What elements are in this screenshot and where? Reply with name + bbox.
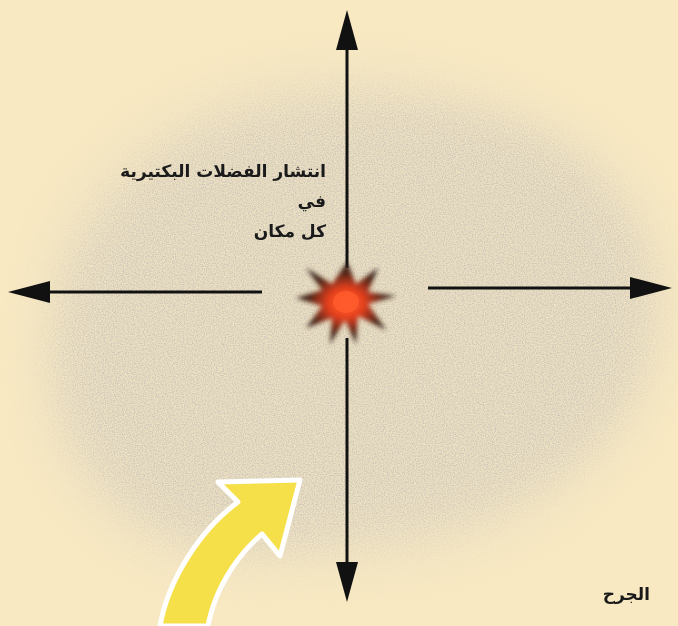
bacteria-spread-label-line1: انتشار الفضلات البكتيرية في: [86, 157, 326, 217]
wound-label: الجرح: [530, 580, 650, 610]
bacteria-spread-label: انتشار الفضلات البكتيرية في كل مكان: [86, 157, 326, 247]
bacteria-spread-label-line2: كل مكان: [86, 217, 326, 247]
